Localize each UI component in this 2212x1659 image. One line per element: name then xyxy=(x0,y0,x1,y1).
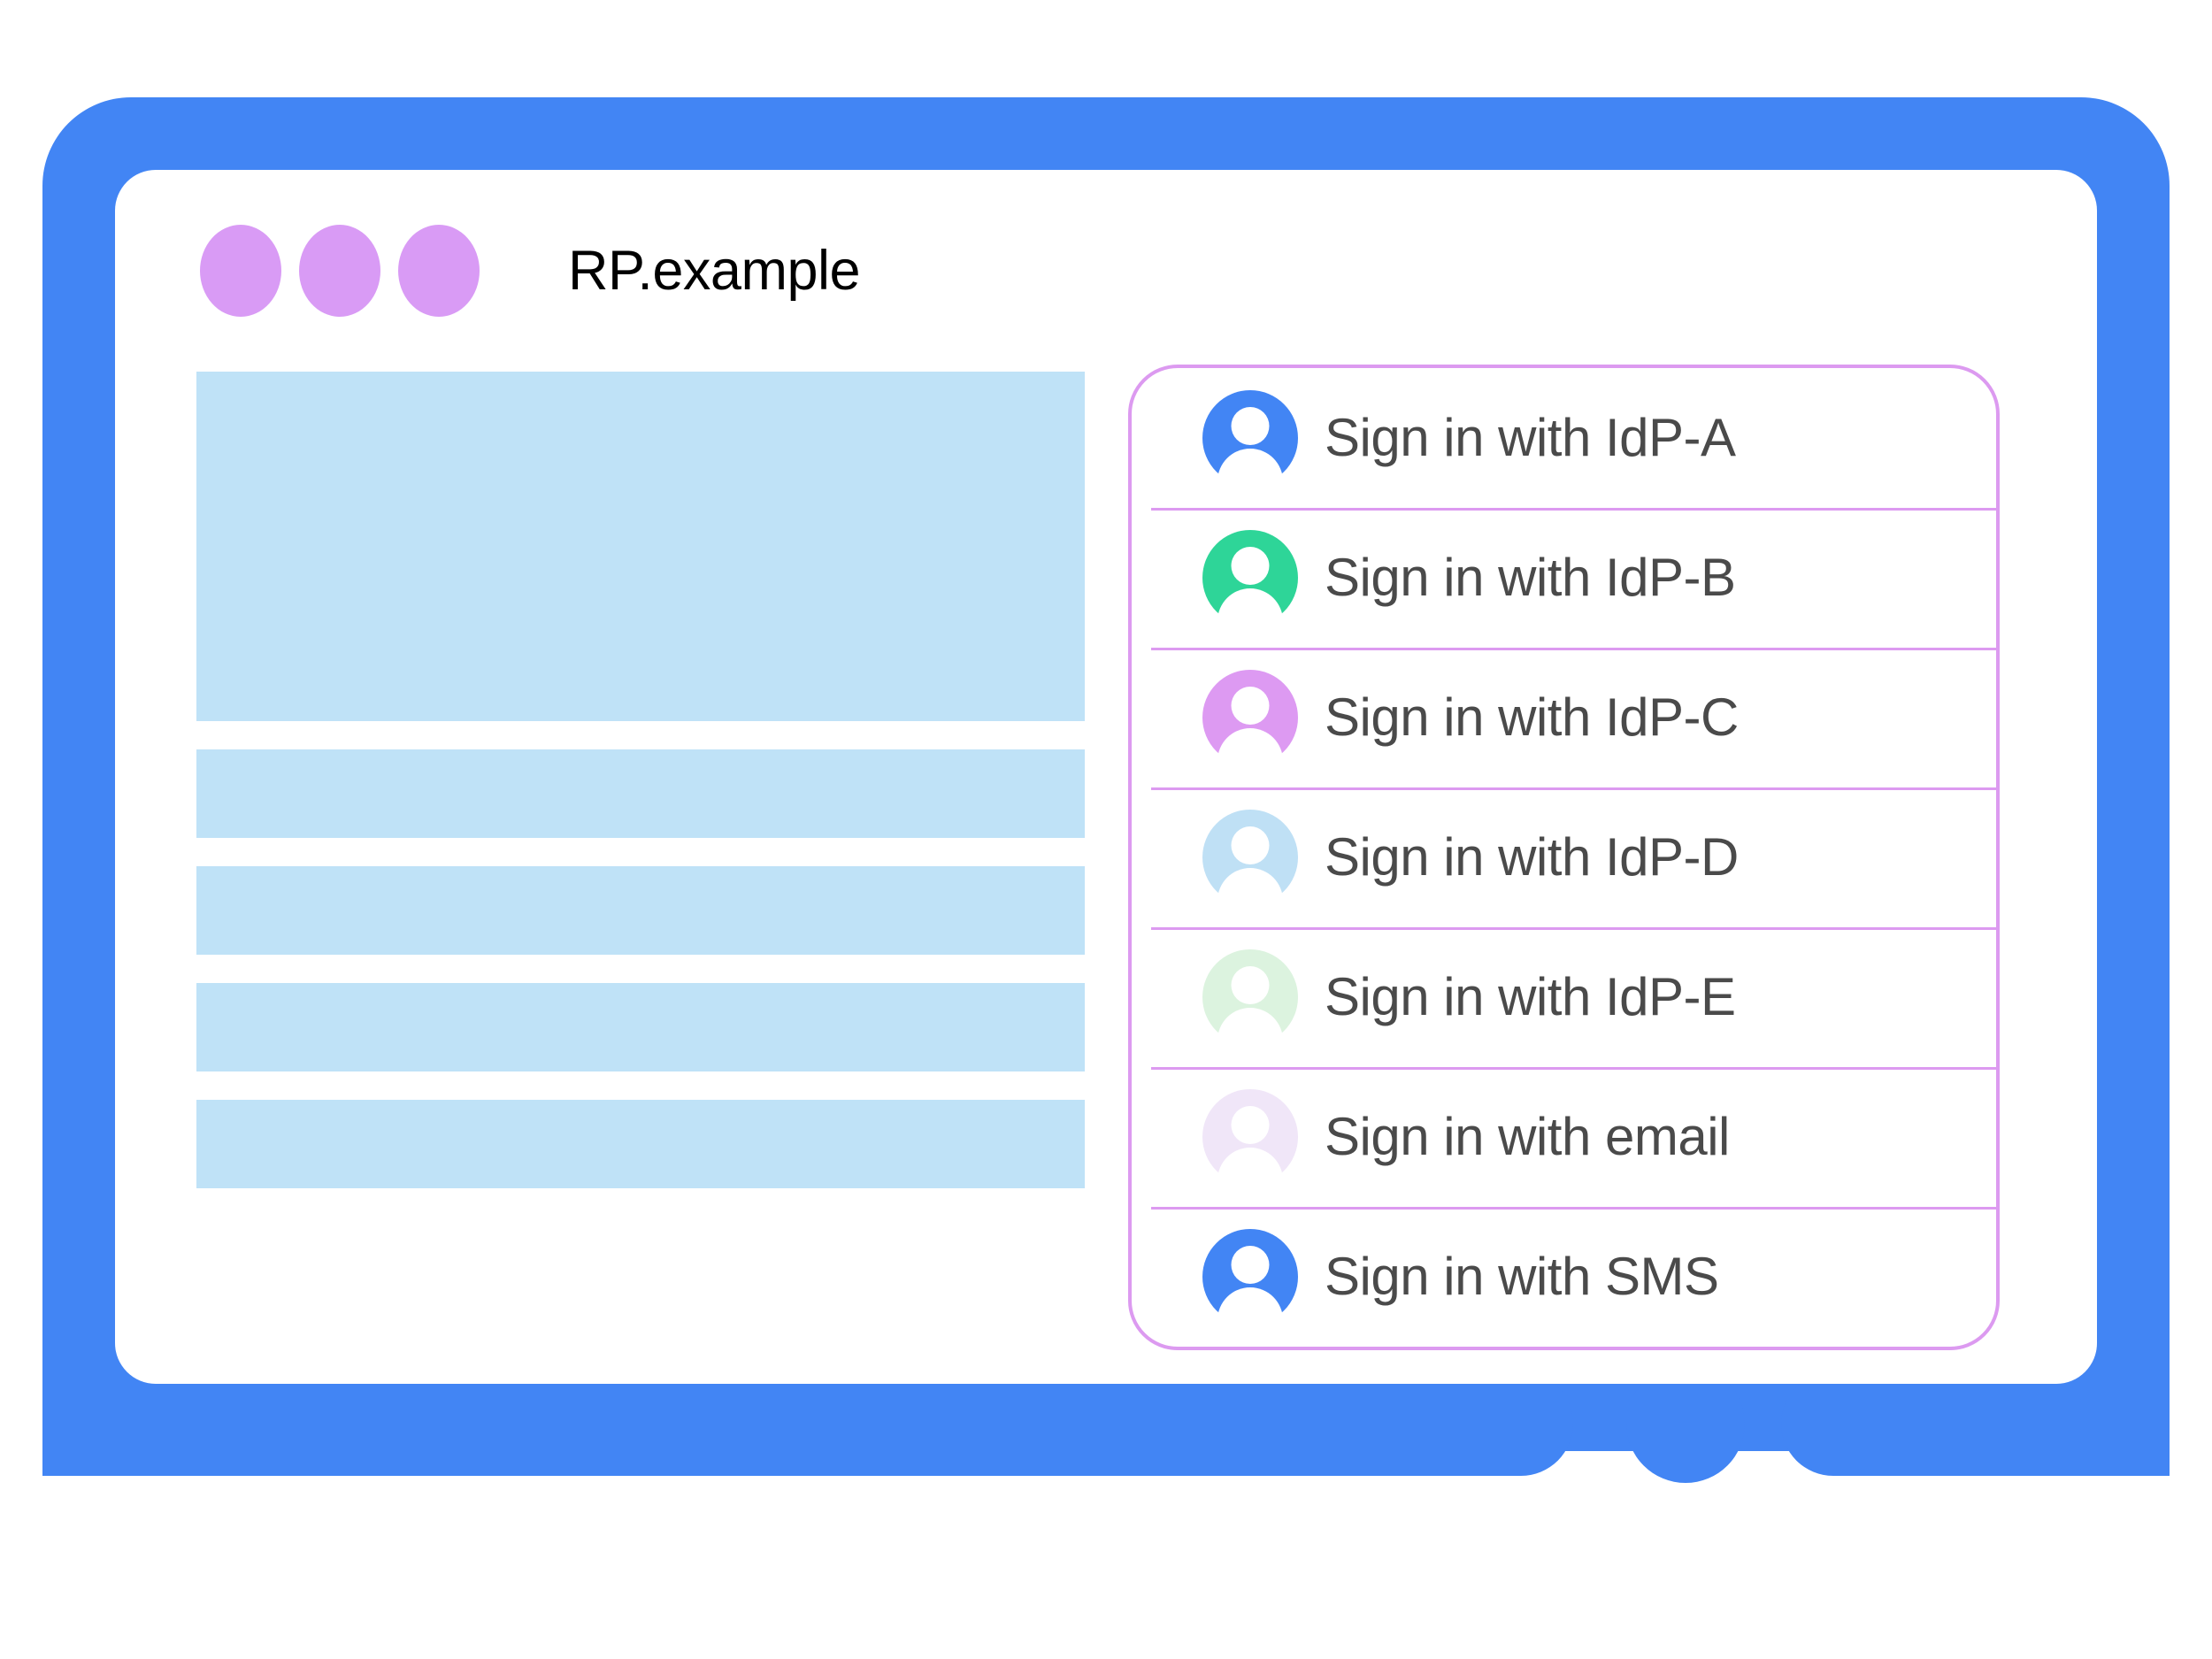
avatar-head xyxy=(1231,687,1270,725)
page-title: RP.example xyxy=(568,240,861,302)
content-placeholder-row-4 xyxy=(196,1100,1085,1188)
avatar-body xyxy=(1217,1008,1283,1045)
signin-item-7[interactable]: Sign in with SMS xyxy=(1132,1207,1996,1347)
content-placeholder-row-2 xyxy=(196,866,1085,955)
signin-panel: Sign in with IdP-A Sign in with IdP-B Sign… xyxy=(1128,365,2000,1350)
avatar-head xyxy=(1231,966,1270,1004)
window-dot-1[interactable] xyxy=(200,225,281,317)
browser-titlebar: RP.example xyxy=(115,170,2097,365)
avatar-head xyxy=(1231,1246,1270,1284)
device-shell-bottom-right xyxy=(1781,1371,2170,1476)
signin-item-label: Sign in with IdP-B xyxy=(1325,548,1736,607)
content-placeholder-row-1 xyxy=(196,749,1085,838)
signin-item-6[interactable]: Sign in with email xyxy=(1132,1067,1996,1207)
signin-item-5[interactable]: Sign in with IdP-E xyxy=(1132,927,1996,1067)
avatar-head xyxy=(1231,1106,1270,1144)
signin-item-2[interactable]: Sign in with IdP-B xyxy=(1132,508,1996,648)
avatar-icon xyxy=(1202,810,1298,905)
avatar-body xyxy=(1217,1148,1283,1185)
signin-item-label: Sign in with IdP-A xyxy=(1325,408,1736,467)
avatar-body xyxy=(1217,728,1283,765)
content-placeholder-hero xyxy=(196,372,1085,721)
avatar-icon xyxy=(1202,530,1298,626)
window-dot-3[interactable] xyxy=(398,225,480,317)
avatar-icon xyxy=(1202,949,1298,1045)
avatar-head xyxy=(1231,547,1270,585)
device-shell-bottom-left xyxy=(42,1371,1573,1476)
avatar-icon xyxy=(1202,1229,1298,1325)
signin-item-label: Sign in with email xyxy=(1325,1107,1730,1166)
avatar-body xyxy=(1217,449,1283,486)
window-dot-2[interactable] xyxy=(299,225,380,317)
avatar-icon xyxy=(1202,670,1298,765)
avatar-head xyxy=(1231,826,1270,864)
avatar-body xyxy=(1217,868,1283,905)
home-button[interactable] xyxy=(1626,1364,1745,1483)
avatar-icon xyxy=(1202,1089,1298,1185)
signin-item-label: Sign in with IdP-C xyxy=(1325,687,1739,747)
signin-item-3[interactable]: Sign in with IdP-C xyxy=(1132,648,1996,787)
avatar-body xyxy=(1217,588,1283,626)
content-area xyxy=(196,372,1085,1188)
avatar-head xyxy=(1231,407,1270,445)
signin-item-label: Sign in with SMS xyxy=(1325,1247,1719,1306)
signin-item-4[interactable]: Sign in with IdP-D xyxy=(1132,787,1996,927)
signin-item-1[interactable]: Sign in with IdP-A xyxy=(1132,368,1996,508)
avatar-icon xyxy=(1202,390,1298,486)
signin-item-label: Sign in with IdP-E xyxy=(1325,967,1736,1026)
avatar-body xyxy=(1217,1287,1283,1325)
content-placeholder-row-3 xyxy=(196,983,1085,1071)
signin-item-label: Sign in with IdP-D xyxy=(1325,827,1739,887)
